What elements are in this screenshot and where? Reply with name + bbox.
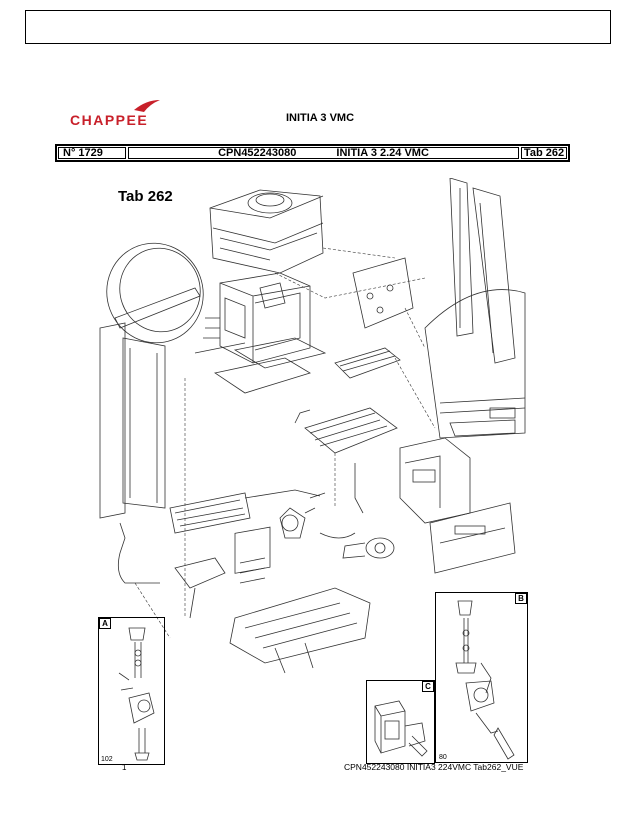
variant-name: INITIA 3 2.24 VMC (336, 147, 429, 159)
inset-c-label: C (422, 681, 434, 692)
control-box-drawing (399, 437, 471, 524)
reference-cell: CPN452243080 INITIA 3 2.24 VMC (128, 147, 519, 159)
footer-caption: CPN452243080 INITIA3 224VMC Tab262_VUE (344, 762, 524, 772)
inset-b-number: 80 (439, 754, 447, 761)
chappee-logo: CHAPPEE (70, 98, 165, 128)
exploded-view-diagram (99, 178, 526, 674)
fan-hood-drawing (209, 189, 324, 274)
left-panel-drawing (99, 322, 166, 519)
inset-a-number: 102 (101, 756, 113, 763)
inset-a-frame: A 102 (98, 617, 165, 765)
top-empty-box (25, 10, 611, 44)
inset-a-label: A (99, 618, 111, 629)
tab-reference: Tab 262 (521, 147, 567, 159)
model-title: INITIA 3 VMC (285, 112, 355, 124)
inset-a-drawing (118, 627, 155, 761)
inset-b-drawing (455, 600, 515, 760)
inset-c-frame: C (366, 680, 435, 764)
inset-b-label: B (515, 593, 527, 604)
burner-drawing (294, 347, 401, 454)
drip-tray-drawing (194, 337, 327, 394)
doc-number: N° 1729 (58, 147, 126, 159)
page-number: 1 (122, 763, 127, 772)
combustion-chamber-drawing (203, 272, 311, 364)
ref-code: CPN452243080 (218, 147, 297, 159)
expansion-vessel-drawing (106, 242, 204, 344)
bracket-drawing (352, 257, 414, 329)
control-panel-drawing (429, 502, 516, 574)
pipework-drawing (117, 463, 364, 619)
inset-c-drawing (374, 700, 428, 757)
diagram-title: Tab 262 (118, 188, 173, 205)
plate-exchanger-drawing (234, 526, 271, 584)
inset-b-frame: B 80 (435, 592, 528, 763)
pump-drawing (342, 537, 395, 559)
logo-wing-icon (134, 100, 160, 112)
right-rails-drawing (449, 178, 516, 364)
bottom-frame-drawing (229, 587, 371, 674)
reference-row: N° 1729 CPN452243080 INITIA 3 2.24 VMC T… (55, 144, 570, 162)
brand-wordmark: CHAPPEE (70, 112, 149, 128)
front-casing-drawing (424, 289, 526, 439)
